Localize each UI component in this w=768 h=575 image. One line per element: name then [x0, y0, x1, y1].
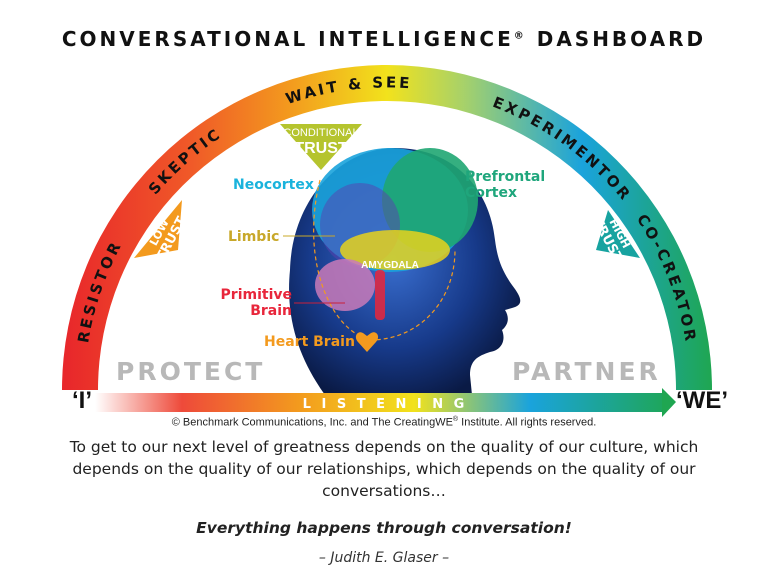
protect-label: PROTECT	[116, 357, 266, 386]
conditional-trust-line1: CONDITIONAL	[283, 127, 358, 139]
label-amygdala: AMYGDALA	[361, 260, 419, 271]
copyright-notice: © Benchmark Communications, Inc. and The…	[0, 416, 768, 429]
low-trust-marker	[134, 200, 182, 258]
listening-arrowhead	[662, 388, 676, 417]
copyright-post: Institute. All rights reserved.	[458, 416, 597, 429]
label-prefrontal-line2: Cortex	[465, 185, 517, 201]
quote-text: To get to our next level of greatness de…	[69, 438, 699, 500]
label-limbic: Limbic	[228, 229, 279, 245]
heart-icon	[355, 332, 379, 352]
label-neocortex: Neocortex	[233, 177, 314, 193]
conditional-trust-marker	[280, 124, 362, 170]
dashboard-title: CONVERSATIONAL INTELLIGENCE® DASHBOARD	[0, 27, 768, 51]
copyright-pre: © Benchmark Communications, Inc. and The…	[171, 416, 453, 429]
quote-author: – Judith E. Glaser –	[318, 550, 450, 566]
partner-label: PARTNER	[512, 357, 661, 386]
label-primitive-line1: Primitive	[221, 287, 292, 303]
title-reg: ®	[513, 30, 527, 42]
copyright-reg: ®	[452, 416, 459, 423]
listening-label: L I S T E N I N G	[303, 397, 468, 412]
brain-illustration	[312, 148, 478, 341]
conditional-trust-line2: TRUST	[294, 140, 348, 157]
label-prefrontal-line1: Prefrontal	[465, 169, 545, 185]
label-primitive-line2: Brain	[250, 303, 292, 319]
title-main: CONVERSATIONAL INTELLIGENCE	[61, 27, 514, 51]
high-trust-marker	[596, 210, 640, 258]
title-suffix: DASHBOARD	[526, 27, 707, 51]
listening-bar	[95, 393, 665, 412]
trust-arc	[62, 65, 712, 390]
tagline: Everything happens through conversation!	[196, 519, 572, 537]
we-label: ‘WE’	[676, 387, 728, 414]
label-heart-brain: Heart Brain	[264, 334, 355, 350]
i-label: ‘I’	[72, 387, 93, 414]
